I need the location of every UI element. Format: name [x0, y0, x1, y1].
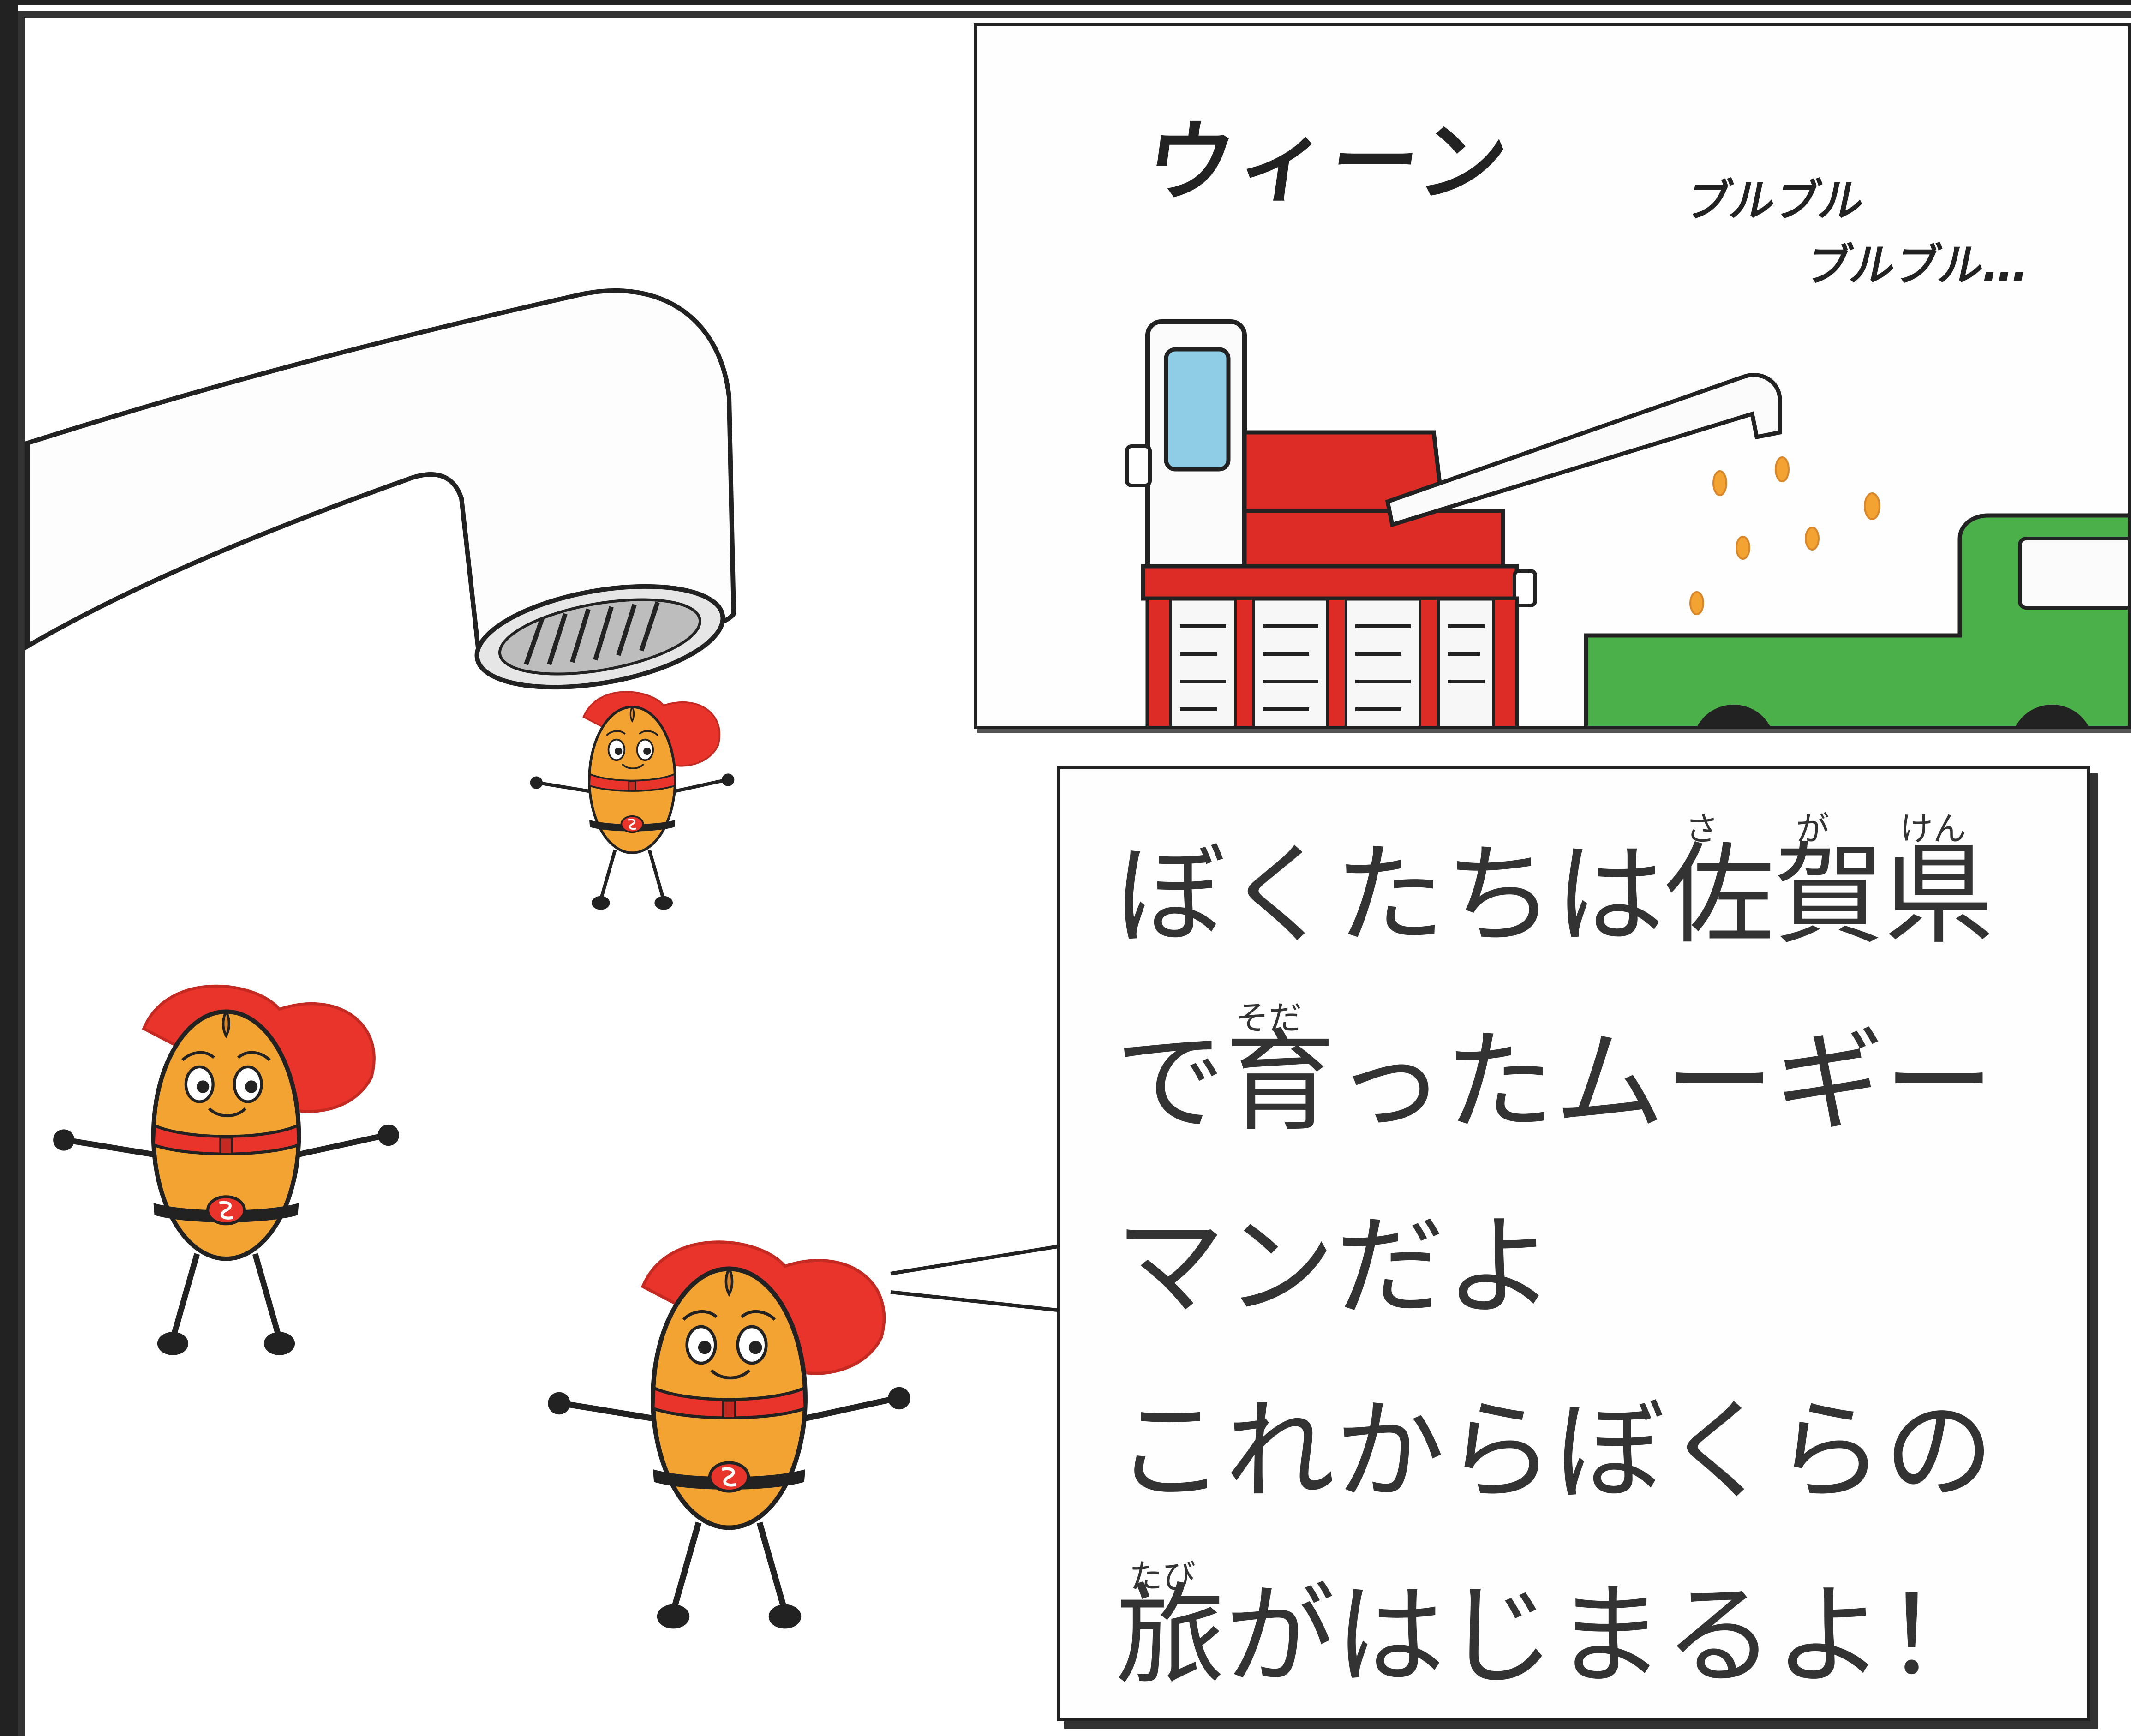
falling-grains [1689, 456, 1880, 615]
speech-box: さ が けん ぼくたちは佐賀県 そだ で育ったムーギー マンだよ これからぼくら… [1057, 766, 2090, 1721]
sfx-buru-1: ブルブル [1681, 175, 1870, 227]
comic-frame [18, 11, 2131, 1736]
mugiman-small [530, 692, 735, 910]
mugiman-left [53, 986, 399, 1355]
chute-nozzle [474, 584, 725, 690]
unloading-auger [1385, 373, 1782, 527]
ruby-soda: そだ [1235, 999, 1302, 1037]
ruby-ga: が [1796, 809, 1830, 848]
sfx-wiin: ウィーン [1139, 111, 1519, 213]
panel-combine-harvester: ウィーン ブルブル ブルブル… [974, 23, 2131, 729]
speech-line-2: で育ったムーギー [1115, 1018, 1994, 1146]
mugiman-center [548, 1242, 910, 1629]
green-truck [1584, 513, 2128, 726]
cab-window [1164, 347, 1231, 472]
harvester-body [1141, 564, 1519, 601]
speech-line-4: これからぼくらの [1115, 1388, 1994, 1515]
sfx-buru-2: ブルブル… [1801, 239, 2034, 291]
speech-tail [890, 1244, 1062, 1312]
ruby-sa: さ [1685, 809, 1719, 848]
ruby-ken: けん [1900, 809, 1967, 848]
harvester-illustration [1125, 319, 2128, 726]
ruby-tabi: たび [1129, 1557, 1196, 1596]
speech-line-1: ぼくたちは佐賀県 [1115, 832, 1994, 959]
speech-line-5: 旅がはじまるよ！ [1115, 1572, 1994, 1700]
speech-line-3: マンだよ [1115, 1203, 1555, 1331]
